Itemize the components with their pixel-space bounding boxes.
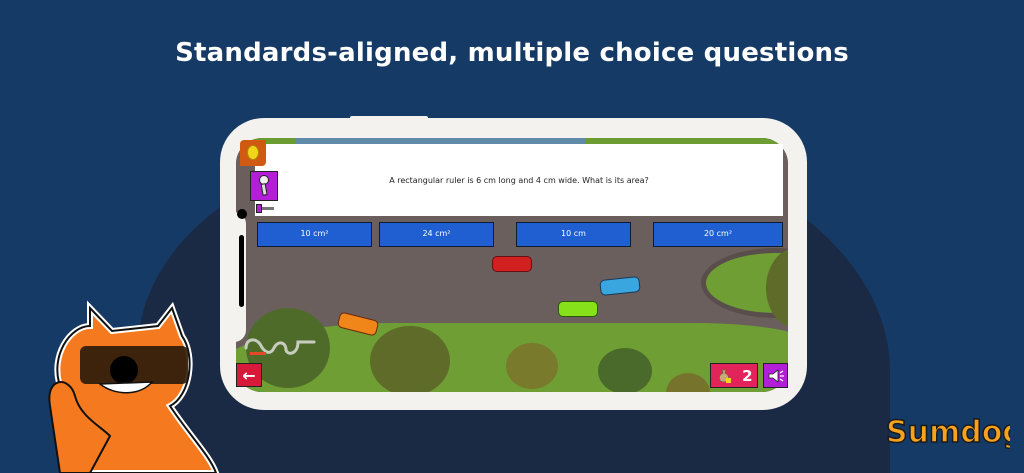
tree xyxy=(506,343,558,389)
answer-option-2[interactable]: 24 cm² xyxy=(379,222,494,247)
tree xyxy=(370,326,450,392)
back-button[interactable]: ← xyxy=(236,363,262,387)
tree xyxy=(766,248,788,328)
slider-handle[interactable] xyxy=(256,204,262,213)
answer-option-3[interactable]: 10 cm xyxy=(516,222,631,247)
race-car-green xyxy=(558,301,598,317)
microphone-button[interactable] xyxy=(250,171,278,201)
sound-button[interactable] xyxy=(763,363,788,388)
bag-count: 2 xyxy=(742,366,753,385)
answer-option-4[interactable]: 20 cm² xyxy=(653,222,783,247)
tree xyxy=(666,373,710,392)
microphone-icon xyxy=(259,175,269,196)
grass-top xyxy=(236,138,788,148)
race-car-red xyxy=(492,256,532,272)
phone-top-button xyxy=(350,116,428,120)
volume-slider[interactable] xyxy=(256,204,276,213)
slider-track xyxy=(262,207,274,210)
money-bag-icon xyxy=(719,369,732,383)
tree xyxy=(598,348,652,392)
track-minimap-icon xyxy=(244,338,316,355)
speaker-icon xyxy=(768,368,784,383)
camera-dot xyxy=(237,209,247,219)
coin-icon xyxy=(247,145,259,160)
money-bag-button[interactable]: 2 xyxy=(710,363,758,388)
sumdog-logo: Sumdog xyxy=(885,414,1010,451)
water-strip xyxy=(296,138,586,146)
answer-option-1[interactable]: 10 cm² xyxy=(257,222,372,247)
svg-text:Sumdog: Sumdog xyxy=(886,415,1010,450)
question-text: A rectangular ruler is 6 cm long and 4 c… xyxy=(389,176,649,185)
back-arrow-icon: ← xyxy=(242,365,256,385)
answer-options: 10 cm² 24 cm² 10 cm 20 cm² xyxy=(257,222,785,247)
mascot-fox-icon xyxy=(48,300,220,473)
phone-side-slot xyxy=(239,235,244,307)
coin-button[interactable] xyxy=(240,140,266,166)
question-panel: A rectangular ruler is 6 cm long and 4 c… xyxy=(255,144,783,216)
page-headline: Standards-aligned, multiple choice quest… xyxy=(175,38,849,68)
